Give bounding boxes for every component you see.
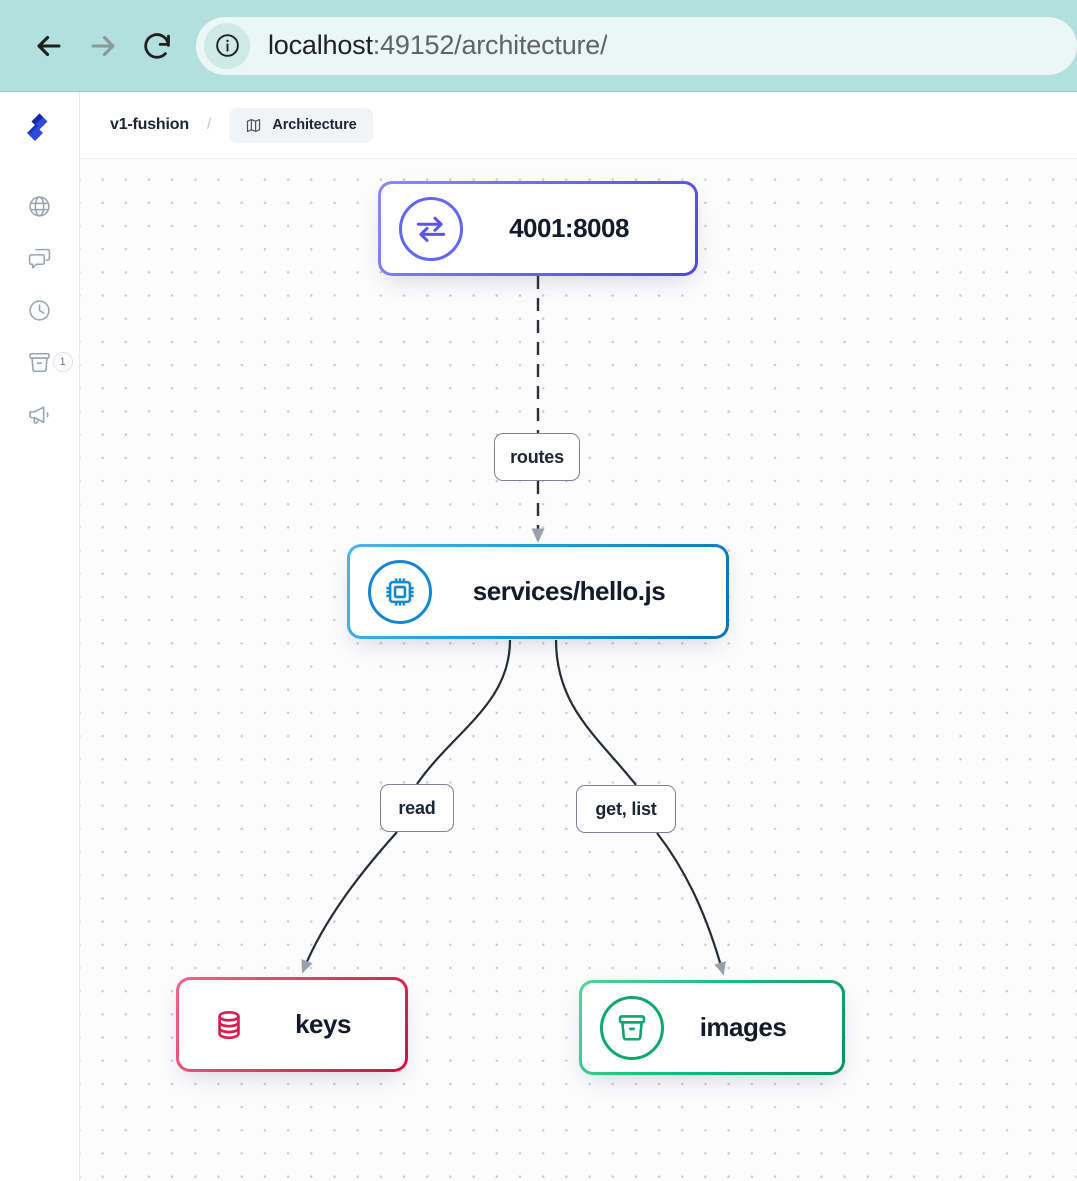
reload-icon [141, 30, 173, 62]
node-service[interactable]: services/hello.js [347, 544, 729, 639]
breadcrumb-page-architecture[interactable]: Architecture [229, 107, 373, 143]
sidebar-rail: 1 [0, 92, 80, 1181]
bucket-icon [27, 350, 52, 375]
edge-service-keys-upper [416, 639, 512, 785]
edge-label-read[interactable]: read [380, 784, 454, 832]
sidebar-item-domains[interactable] [14, 180, 66, 232]
forward-button[interactable] [76, 19, 130, 73]
architecture-canvas[interactable]: 4001:8008 se [80, 159, 1077, 1181]
edge-service-images-upper [554, 639, 637, 786]
node-images-label: images [699, 1012, 787, 1042]
node-service-label: services/hello.js [472, 576, 666, 606]
address-bar[interactable]: localhost:49152/architecture/ [196, 16, 1077, 75]
edge-service-images-lower [656, 832, 726, 976]
clock-icon [27, 298, 52, 323]
bucket-count-badge: 1 [52, 352, 73, 372]
breadcrumb-project[interactable]: v1-fushion [110, 116, 189, 133]
edge-label-get-list[interactable]: get, list [576, 785, 676, 833]
database-icon [197, 993, 261, 1057]
node-keys[interactable]: keys [176, 977, 408, 1072]
sidebar-item-history[interactable] [14, 284, 66, 336]
edge-service-keys-lower [301, 831, 398, 974]
transfer-arrows-icon [399, 196, 463, 261]
sidebar-item-buckets[interactable]: 1 [14, 336, 73, 388]
breadcrumb: v1-fushion / Architecture [110, 107, 373, 143]
breadcrumb-separator: / [206, 116, 212, 133]
chat-icon [27, 246, 52, 271]
app-logo[interactable] [18, 106, 62, 150]
bucket-icon [600, 995, 664, 1060]
node-images[interactable]: images [579, 980, 845, 1075]
edge-label-routes[interactable]: routes [494, 433, 580, 481]
reload-button[interactable] [130, 19, 184, 73]
arrow-right-icon [86, 29, 120, 63]
node-gateway-label: 4001:8008 [509, 213, 629, 243]
topbar: v1-fushion / Architecture [80, 92, 1077, 159]
breadcrumb-page-label: Architecture [272, 117, 357, 133]
cpu-chip-icon [368, 559, 432, 624]
megaphone-icon [27, 402, 52, 427]
node-gateway[interactable]: 4001:8008 [378, 181, 698, 276]
main-column: v1-fushion / Architecture [80, 92, 1077, 1181]
node-keys-label: keys [295, 1009, 351, 1039]
url-text: localhost:49152/architecture/ [268, 30, 607, 61]
info-circle-icon[interactable] [204, 22, 250, 69]
app-shell: 1 v1-fushion / [0, 92, 1077, 1181]
sidebar-item-messages[interactable] [14, 232, 66, 284]
url-path: :49152/architecture/ [372, 30, 608, 60]
back-button[interactable] [22, 19, 76, 73]
sidebar-item-announcements[interactable] [14, 388, 66, 440]
map-icon [245, 117, 262, 134]
arrow-left-icon [32, 29, 66, 63]
globe-icon [27, 194, 52, 219]
browser-chrome: localhost:49152/architecture/ [0, 0, 1077, 92]
url-host: localhost [268, 30, 373, 60]
